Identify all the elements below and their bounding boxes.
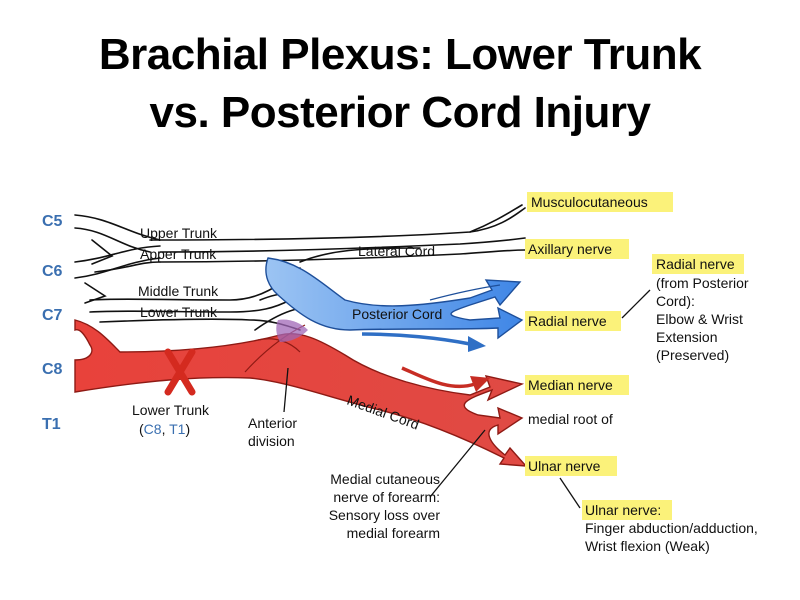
- posterior-cord-label: Posterior Cord: [352, 306, 442, 322]
- division-overlap: [276, 319, 308, 342]
- title-line-1: Brachial Plexus: Lower Trunk: [98, 30, 702, 79]
- middle-trunk-outline: [89, 299, 291, 313]
- root-label-c5: C5: [42, 213, 63, 230]
- lower-trunk-root-t1: T1: [169, 421, 186, 437]
- axillary-highlight: [525, 239, 629, 259]
- median-label: Median nerve: [528, 377, 613, 393]
- posterior-cord-band: [265, 257, 524, 340]
- radial-label: Radial nerve: [528, 313, 607, 329]
- musculocutaneous-branch-outline: [469, 204, 523, 233]
- ulnar-callout: Ulnar nerve: Finger abduction/adduction,…: [582, 500, 758, 554]
- paren-close: ): [185, 421, 190, 437]
- c5-root-outline: [74, 227, 151, 253]
- medial-injury-arrow: [401, 366, 490, 392]
- c6-root-outline: [74, 245, 161, 263]
- apper-trunk-label: Apper Trunk: [140, 246, 217, 262]
- anterior-division-line-2: division: [248, 433, 295, 449]
- root-crossing-outline: [91, 239, 114, 265]
- musculocutaneous-label: Musculocutaneous: [531, 194, 648, 210]
- c5-root-outline: [74, 214, 161, 241]
- root-label-c6: C6: [42, 263, 63, 280]
- paren-open: (: [139, 421, 144, 437]
- root-separator: ,: [162, 421, 170, 437]
- lateral-cord-outline: [299, 247, 421, 263]
- trunk-labels: Upper Trunk Apper Trunk Middle Trunk Low…: [138, 225, 219, 320]
- x-mark-icon: [164, 348, 196, 396]
- lower-trunk-roots: (C8, T1): [139, 421, 190, 437]
- radial-callout-highlight: [652, 254, 744, 274]
- radial-callout-line: (Preserved): [656, 347, 729, 363]
- lower-trunk-label-upper: Lower Trunk: [140, 304, 218, 320]
- ulnar-highlight: [525, 456, 617, 476]
- ulnar-callout-line: Wrist flexion (Weak): [585, 538, 710, 554]
- callout-leaders: [283, 289, 651, 509]
- ulnar-label: Ulnar nerve: [528, 458, 601, 474]
- ulnar-callout-colon: :: [657, 502, 661, 518]
- cutaneous-callout-line: nerve of forearm:: [333, 489, 440, 505]
- lateral-cord-label: Lateral Cord: [358, 243, 435, 259]
- upper-trunk-outline: [149, 207, 526, 241]
- title-line-2: vs. Posterior Cord Injury: [149, 88, 651, 137]
- ulnar-callout-line: Finger abduction/adduction,: [585, 520, 758, 536]
- terminal-nerve-labels: Musculocutaneous Axillary nerve Radial n…: [525, 192, 673, 476]
- root-crossing-outline: [84, 282, 107, 304]
- cutaneous-callout-line: Sensory loss over: [329, 507, 441, 523]
- cutaneous-callout-leader: [429, 429, 486, 498]
- ulnar-callout-leader: [559, 477, 581, 509]
- axillary-label: Axillary nerve: [528, 241, 612, 257]
- ulnar-callout-highlight: [582, 500, 672, 520]
- upper-trunk-outline: [159, 237, 526, 253]
- apper-trunk-outline: [159, 249, 526, 263]
- cutaneous-callout-line: Medial cutaneous: [330, 471, 440, 487]
- anterior-division-leader: [283, 367, 289, 413]
- radial-highlight: [525, 311, 621, 331]
- musculocutaneous-highlight: [527, 192, 673, 212]
- posterior-sparing-arrow: [361, 332, 486, 352]
- radial-callout-leader: [621, 289, 651, 319]
- root-label-c7: C7: [42, 307, 63, 324]
- posterior-cord-shape: [265, 257, 524, 340]
- radial-callout: Radial nerve (from Posterior Cord): Elbo…: [652, 254, 749, 363]
- cutaneous-callout: Medial cutaneous nerve of forearm: Senso…: [329, 471, 441, 541]
- apper-trunk-outline: [94, 261, 161, 273]
- root-label-c8: C8: [42, 361, 63, 378]
- root-labels: C5 C6 C7 C8 T1: [42, 213, 63, 433]
- root-label-t1: T1: [42, 416, 61, 433]
- median-highlight: [525, 375, 629, 395]
- upper-trunk-label: Upper Trunk: [140, 225, 218, 241]
- posterior-axillary-arrow: [429, 284, 501, 301]
- lower-trunk-caption: Lower Trunk: [132, 402, 210, 418]
- ulnar-callout-title-text: Ulnar nerve: [585, 502, 658, 518]
- radial-callout-line: Extension: [656, 329, 717, 345]
- anterior-division-line-1: Anterior: [248, 415, 297, 431]
- radial-callout-line: Cord):: [656, 293, 695, 309]
- radial-callout-line: (from Posterior: [656, 275, 749, 291]
- medial-root-label: medial root of: [528, 411, 613, 427]
- cutaneous-callout-line: medial forearm: [347, 525, 440, 541]
- ulnar-callout-title: Ulnar nerve:: [585, 502, 661, 518]
- radial-callout-line: Elbow & Wrist: [656, 311, 743, 327]
- middle-trunk-label: Middle Trunk: [138, 283, 219, 299]
- lower-trunk-root-c8: C8: [144, 421, 162, 437]
- radial-callout-title: Radial nerve: [656, 256, 735, 272]
